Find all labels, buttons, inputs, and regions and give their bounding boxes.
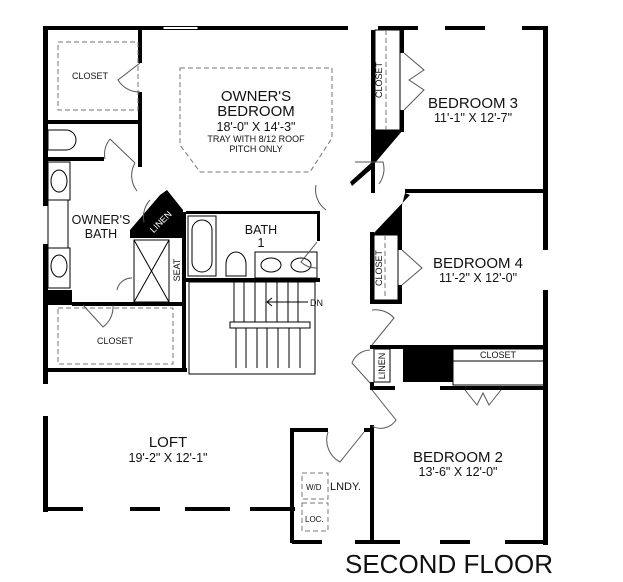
laundry-name: LNDY. [330,481,361,493]
loft-dims: 19'-2" X 12'-1" [129,451,208,465]
bath-1-name-1: BATH [245,223,277,237]
washer-dryer-label: W/D [306,483,322,492]
owners-bedroom-note-1: TRAY WITH 8/12 ROOF [207,134,305,144]
owners-bath-name-1: OWNER'S [72,213,131,227]
stairs [229,282,311,368]
owners-bedroom-note-2: PITCH ONLY [229,144,282,154]
closet-label: CLOSET [480,350,517,360]
linen-closet-label: LOC. [305,515,324,524]
bedroom-2-dims: 13'-6" X 12'-0" [419,465,498,479]
linen-label: LINEN [377,353,387,380]
owners-bedroom-dims: 18'-0" X 14'-3" [217,120,296,134]
bath-1-name-2: 1 [258,236,265,250]
bedroom-2-name: BEDROOM 2 [413,449,503,466]
bedroom-3-name: BEDROOM 3 [428,95,518,112]
stairs-down-label: DN [310,298,323,308]
seat-label: SEAT [172,258,182,281]
loft-name: LOFT [149,434,187,451]
owners-bedroom-name-2: BEDROOM [217,103,295,120]
doors [82,52,502,463]
bedroom-3-dims: 11'-1" X 12'-7" [434,111,512,125]
interior-walls [47,30,548,543]
owners-bedroom-name-1: OWNER'S [221,88,291,105]
bedroom-4-dims: 11'-2" X 12'-0" [439,271,517,285]
closet-label: CLOSET [374,61,384,98]
fixtures [47,29,545,532]
owners-bath-name-2: BATH [85,227,117,241]
plan-title: SECOND FLOOR [345,549,553,579]
room-labels: CLOSET OWNER'S BEDROOM 18'-0" X 14'-3" T… [72,61,553,579]
closet-label: CLOSET [72,71,109,81]
closet-label: CLOSET [374,249,384,286]
closet-label: CLOSET [97,336,134,346]
bedroom-4-name: BEDROOM 4 [433,255,523,272]
exterior-walls [43,26,548,545]
